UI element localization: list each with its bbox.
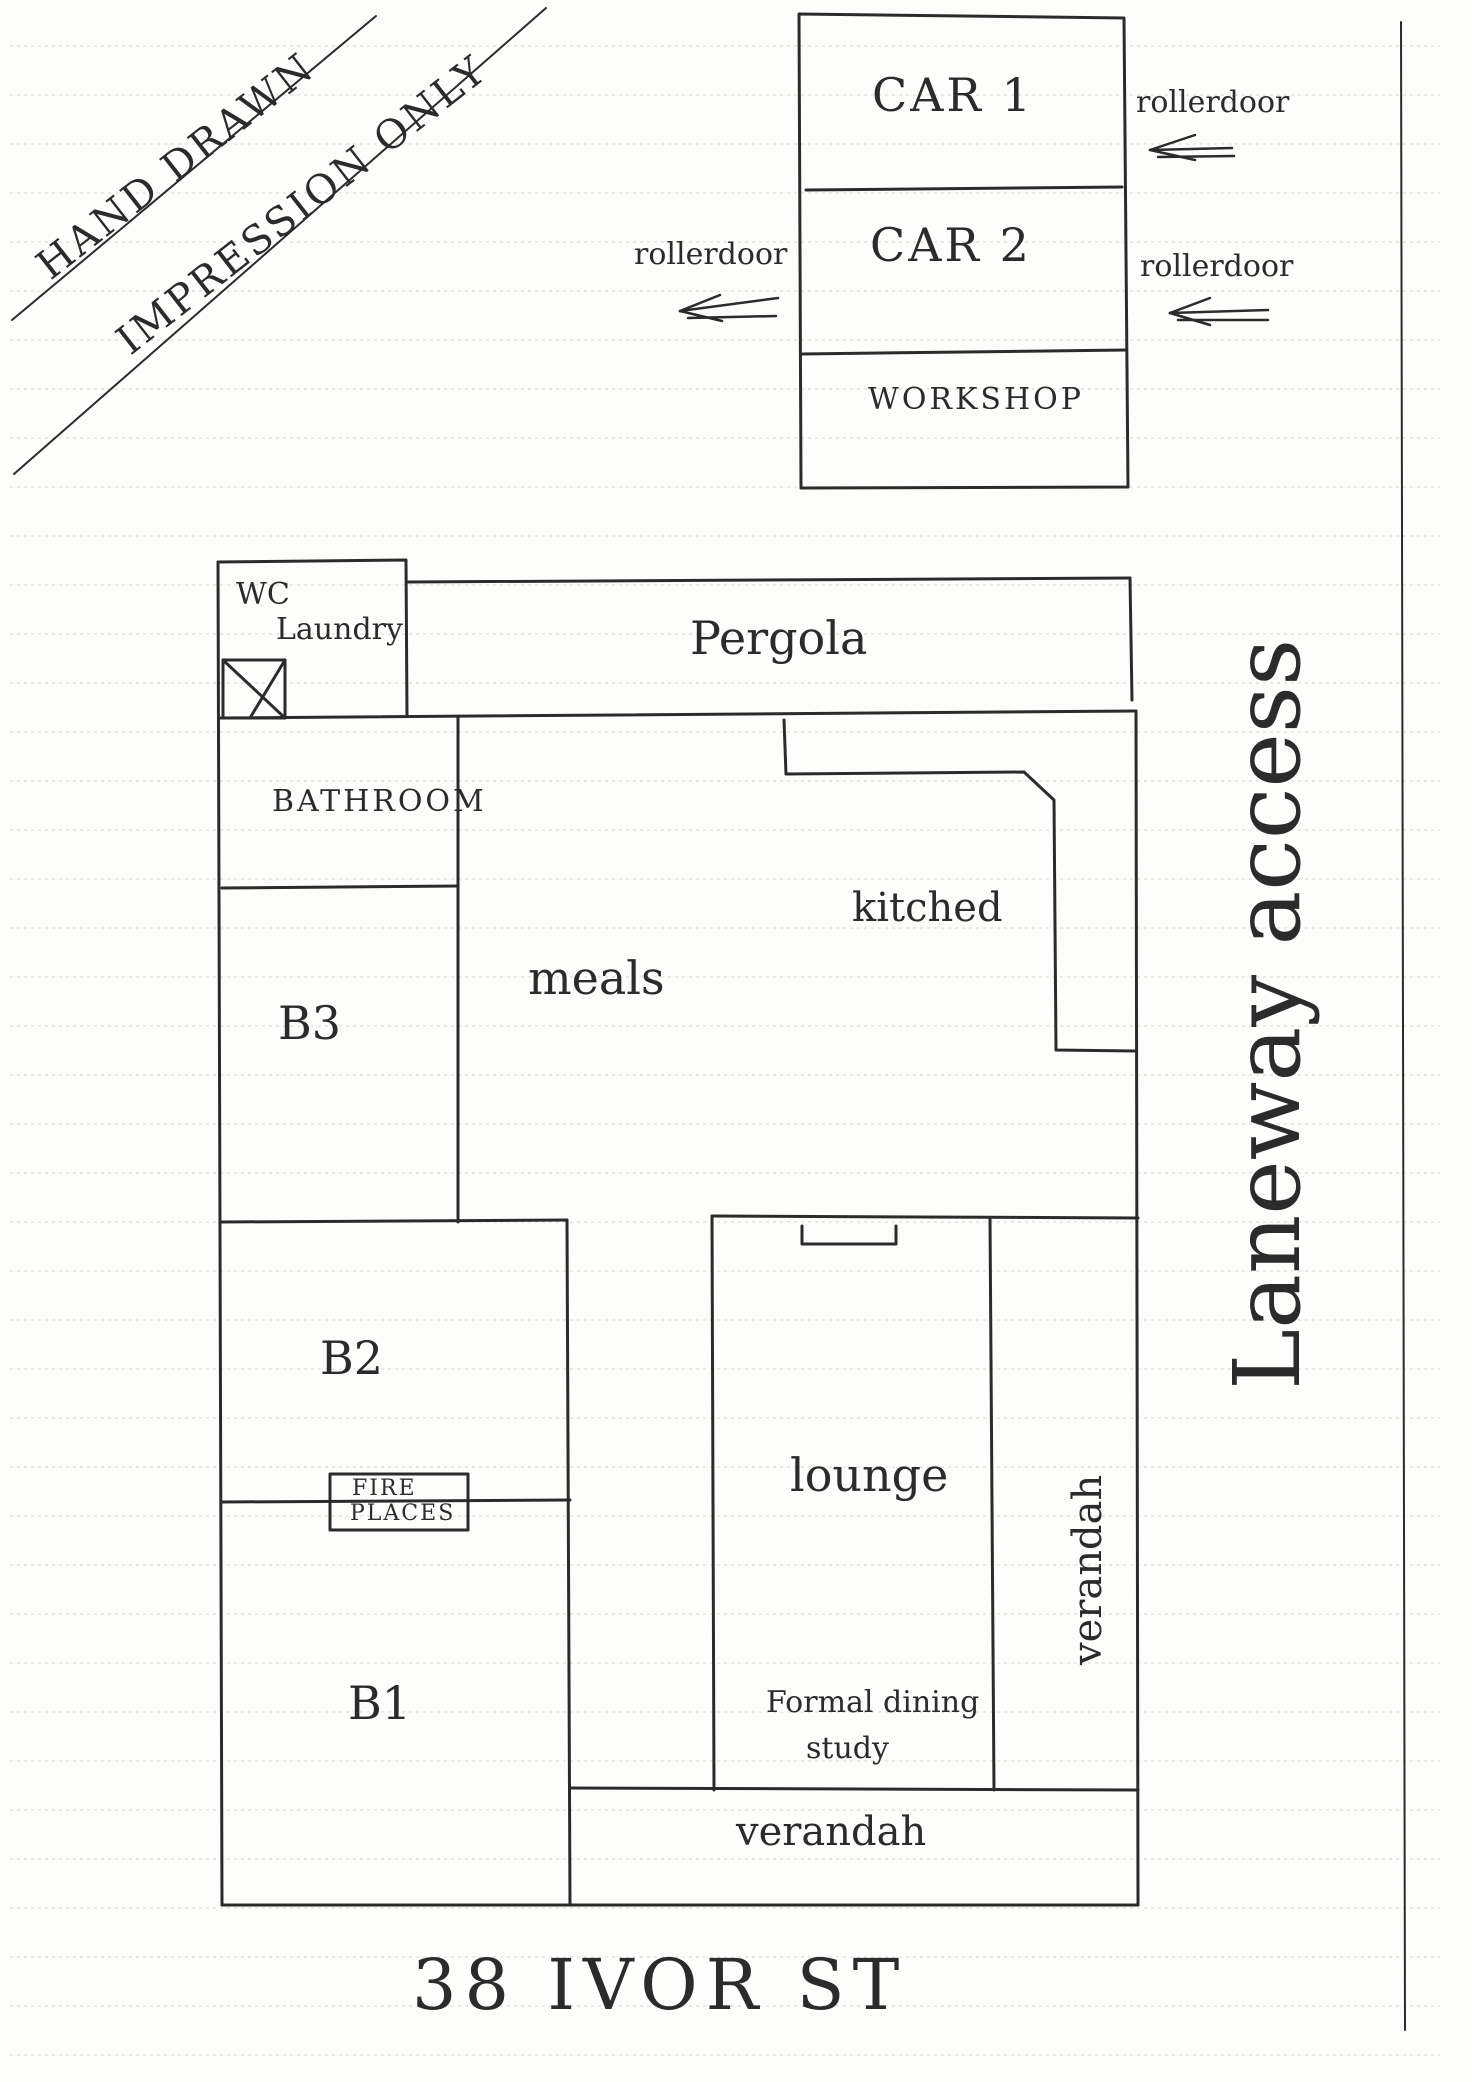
study-label: study (806, 1731, 889, 1766)
rollerdoor-right-top-label: rollerdoor (1136, 85, 1290, 120)
wc-label: WC (236, 577, 290, 612)
lounge-label: lounge (790, 1448, 949, 1502)
bathroom-label: BATHROOM (272, 784, 487, 819)
verandah-side-label: verandah (1065, 1474, 1111, 1665)
house-walls (216, 558, 1140, 1907)
laundry-label: Laundry (276, 612, 403, 647)
garage-outline (797, 12, 1130, 490)
stamp-line-top (11, 15, 377, 321)
fireplaces-label-line2: PLACES (350, 1501, 456, 1526)
garage-car1-label: CAR 1 (872, 68, 1034, 122)
b1-label: B1 (348, 1676, 412, 1730)
arrow-left (678, 293, 780, 323)
arrow-right-mid (1168, 296, 1270, 327)
fireplaces-label-line1: FIRE (352, 1476, 417, 1501)
meals-label: meals (528, 951, 665, 1005)
rollerdoor-right-mid-label: rollerdoor (1140, 249, 1294, 284)
arrow-right-top (1148, 133, 1236, 162)
stamp-line-bottom (13, 7, 547, 475)
garage-workshop-label: WORKSHOP (868, 382, 1084, 417)
formal-dining-label: Formal dining (766, 1685, 980, 1720)
b3-label: B3 (278, 996, 342, 1050)
laneway-access-label: Laneway access (1214, 638, 1321, 1390)
kitchen-label: kitched (852, 885, 1003, 931)
garage-car2-label: CAR 2 (870, 218, 1032, 272)
pergola-label: Pergola (690, 611, 868, 665)
address-label: 38 IVOR ST (412, 1944, 908, 2026)
rollerdoor-left-label: rollerdoor (634, 237, 788, 272)
verandah-front-label: verandah (736, 1809, 927, 1855)
margin-line (1400, 21, 1406, 2031)
b2-label: B2 (320, 1331, 384, 1385)
